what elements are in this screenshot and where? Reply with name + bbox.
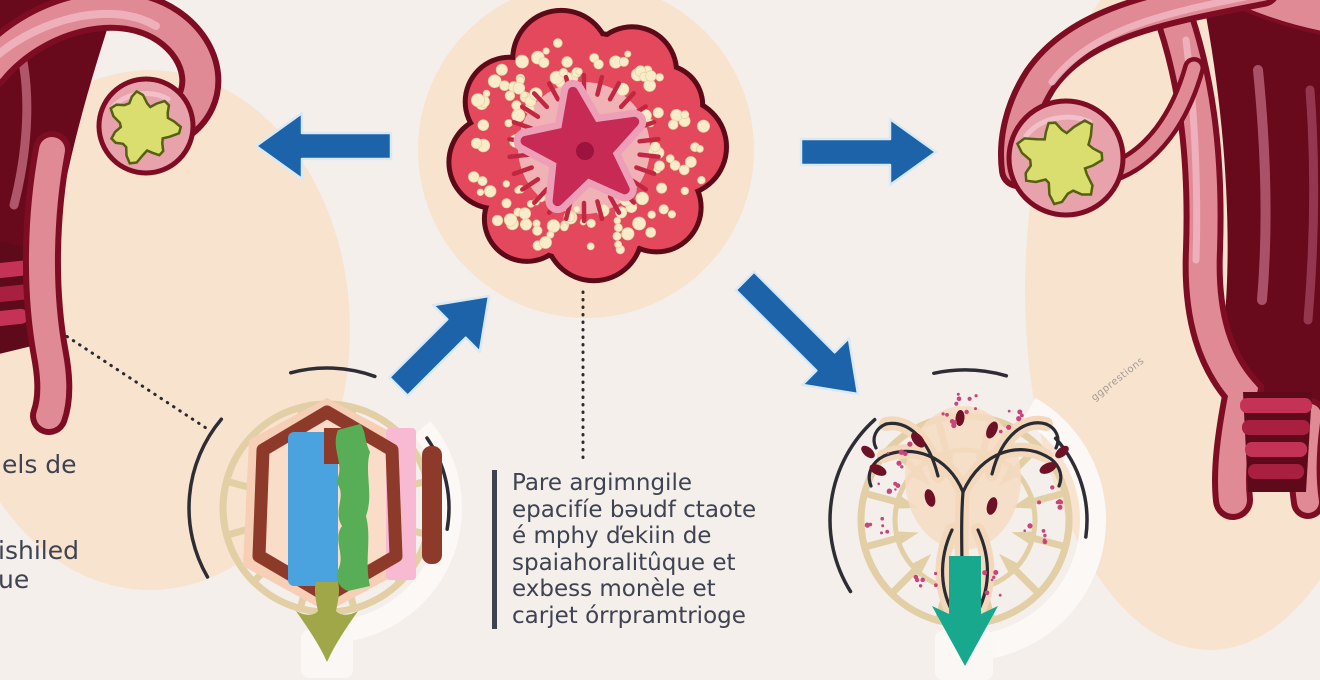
- caption-line: exbess monèle et: [512, 576, 716, 602]
- blood-pools: [861, 410, 1069, 515]
- endometrium-wheel-right: [813, 368, 1117, 680]
- green-layer: [335, 424, 370, 591]
- corpus-luteum-right: [1015, 119, 1104, 206]
- uterus-right-illustration: [998, 0, 1320, 520]
- caption-line: Pare argimngile: [512, 470, 692, 496]
- dotted-connector-lines: [0, 0, 585, 466]
- wheel-right-arcs: [813, 368, 1117, 672]
- follicle-illustration: [446, 7, 729, 284]
- right-arrow-icon: [799, 117, 938, 187]
- down-arrow-olive-icon: [296, 582, 358, 662]
- caption-line: é mphy ďekiin de: [512, 523, 712, 549]
- decidual-branches: [861, 392, 1069, 680]
- left-arrow-icon: [254, 111, 393, 181]
- functional-layer-diagram: [243, 398, 442, 678]
- uterus-left-illustration: [0, 0, 222, 435]
- down-arrow-teal-icon: [932, 556, 998, 666]
- endometrium-wheel-left: [185, 366, 469, 678]
- caption-line: spaiahoralitûque et: [512, 549, 736, 576]
- down-right-arrow-icon: [734, 270, 860, 396]
- left-label-2: ishiled: [0, 536, 79, 565]
- caption-line: epacifíe bəudf ctaote: [512, 496, 757, 523]
- blue-layer: [288, 432, 338, 586]
- up-right-arrow-icon: [388, 294, 491, 397]
- left-label-1: els de: [2, 450, 77, 479]
- caption-line: carjet órrpramtrioge: [512, 602, 746, 629]
- left-label-3: ue: [0, 565, 30, 594]
- caption-block: Pare argimngile epacifíe bəudf ctaote é …: [492, 470, 756, 629]
- wheel-left-arcs: [185, 366, 469, 650]
- corpus-luteum-left: [109, 89, 183, 165]
- spotting-dots: [864, 392, 1064, 597]
